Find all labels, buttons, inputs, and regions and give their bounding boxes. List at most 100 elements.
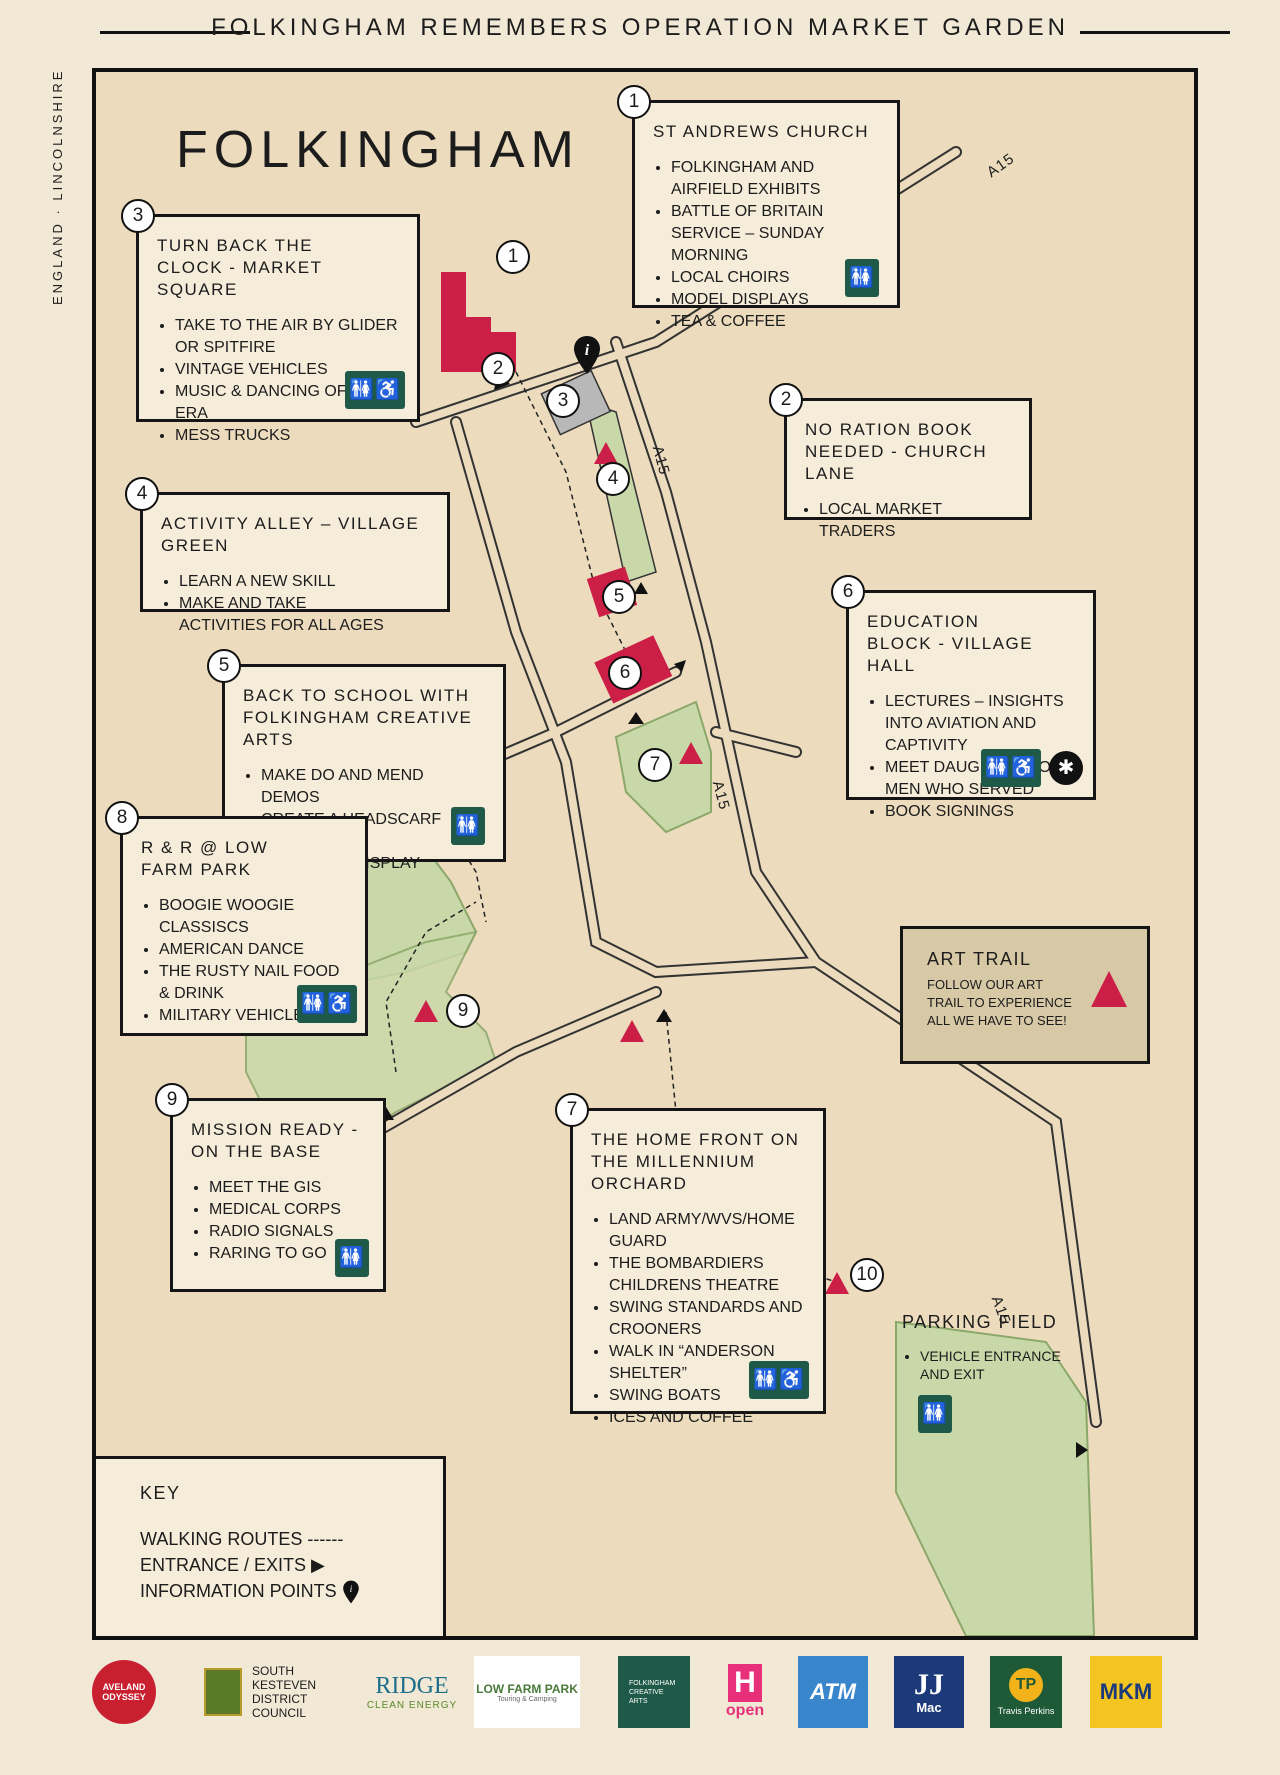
card-title: PARKING FIELD [902, 1312, 1058, 1332]
jj-sub-text: Mac [916, 1699, 942, 1715]
mkm-logo[interactable]: MKM [1090, 1656, 1162, 1728]
location-card-7: 7 THE HOME FRONT ON THE MILLENNIUM ORCHA… [555, 1093, 826, 1426]
toilets-accessible-icon: 🚻♿ [297, 985, 357, 1023]
ridge-subtitle: CLEAN ENERGY [366, 1700, 458, 1711]
card-title: R & R @ LOW FARM PARK [141, 838, 269, 879]
card-number-badge: 4 [125, 477, 159, 511]
card-number-badge: 6 [831, 575, 865, 609]
info-pin-icon: i [342, 1580, 359, 1604]
card-number-badge: 2 [769, 383, 803, 417]
open-logo[interactable]: H open [722, 1656, 768, 1728]
banner-rule-right [1080, 31, 1230, 34]
entrance-arrow [634, 582, 648, 594]
toilets-icon: 🚻 [335, 1239, 369, 1277]
toilets-icon: 🚻 [918, 1395, 952, 1433]
card-title: MISSION READY - ON THE BASE [191, 1120, 359, 1161]
key-title: KEY [140, 1483, 181, 1503]
map-marker-4[interactable]: 4 [596, 462, 630, 496]
map-marker-3[interactable]: 3 [546, 384, 580, 418]
card-item: MAKE AND TAKE ACTIVITIES FOR ALL AGES [179, 593, 389, 637]
map-marker-1[interactable]: 1 [496, 240, 530, 274]
card-item: LAND ARMY/WVS/HOME GUARD [609, 1209, 805, 1253]
art-trail-marker [620, 1020, 644, 1042]
entrance-arrow [656, 1009, 672, 1022]
aveland-odyssey-logo[interactable]: AVELAND ODYSSEY [84, 1656, 164, 1728]
card-number-badge: 1 [617, 85, 651, 119]
card-item: BOOK SIGNINGS [885, 801, 1075, 823]
card-item: FOLKINGHAM AND AIRFIELD EXHIBITS [671, 157, 879, 201]
art-trail-marker [414, 1000, 438, 1022]
card-title: EDUCATION BLOCK - VILLAGE HALL [867, 612, 1034, 675]
card-item: LECTURES – INSIGHTS INTO AVIATION AND CA… [885, 691, 1075, 757]
card-item: LOCAL MARKET TRADERS [819, 499, 1011, 543]
toilets-accessible-icon: 🚻♿ [345, 371, 405, 409]
location-card-4: 4 ACTIVITY ALLEY – VILLAGE GREEN LEARN A… [125, 477, 450, 634]
tp-icon: TP [1009, 1668, 1043, 1702]
card-number-badge: 7 [555, 1093, 589, 1127]
card-number-badge: 9 [155, 1083, 189, 1117]
side-region-text: ENGLAND · LINCOLNSHIRE [50, 68, 65, 305]
card-item: LOCAL CHOIRS [671, 267, 879, 289]
card-title: ACTIVITY ALLEY – VILLAGE GREEN [161, 514, 420, 555]
open-h-icon: H [728, 1664, 762, 1702]
card-item: TAKE TO THE AIR BY GLIDER OR SPITFIRE [175, 315, 399, 359]
mkm-text: MKM [1099, 1679, 1153, 1704]
map-marker-5[interactable]: 5 [602, 580, 636, 614]
art-trail-triangle-icon [1091, 971, 1127, 1007]
map-marker-6[interactable]: 6 [608, 656, 642, 690]
card-item: THE BOMBARDIERS CHILDRENS THEATRE [609, 1253, 805, 1297]
map-marker-2[interactable]: 2 [481, 352, 515, 386]
card-item: ICES AND COFFEE [609, 1407, 805, 1429]
toilets-icon: 🚻 [451, 807, 485, 845]
card-item: SWING BOATS [609, 1385, 805, 1407]
card-item: WALK IN “ANDERSON SHELTER” [609, 1341, 805, 1385]
ridge-logo[interactable]: RIDGE CLEAN ENERGY [362, 1656, 462, 1728]
skdc-crest-icon [204, 1668, 242, 1716]
map-title: FOLKINGHAM [176, 121, 580, 179]
map-marker-9[interactable]: 9 [446, 994, 480, 1028]
key-info-label: INFORMATION POINTS [140, 1581, 337, 1601]
map-graphic [245, 146, 1102, 1636]
map-frame: FOLKINGHAM A15 A15 A15 A15 1 2 3 4 5 6 7… [92, 68, 1198, 1640]
map-marker-10[interactable]: 10 [850, 1258, 884, 1292]
card-title: THE HOME FRONT ON THE MILLENNIUM ORCHARD [591, 1130, 800, 1193]
card-item: MILITARY VEHICLES [159, 1005, 347, 1027]
sponsor-logos: AVELAND ODYSSEY SOUTH KESTEVEN DISTRICT … [80, 1656, 1210, 1746]
art-trail-card: ART TRAIL FOLLOW OUR ART TRAIL TO EXPERI… [900, 926, 1150, 1064]
card-item: THE RUSTY NAIL FOOD & DRINK [159, 961, 347, 1005]
art-trail-marker [679, 742, 703, 764]
info-pin-icon[interactable]: i [572, 334, 602, 376]
ridge-title: RIDGE [375, 1673, 449, 1699]
skdc-logo[interactable]: SOUTH KESTEVEN DISTRICT COUNCIL [204, 1656, 344, 1728]
map-marker-7[interactable]: 7 [638, 748, 672, 782]
folkingham-creative-arts-logo[interactable]: FOLKINGHAM CREATIVE ARTS [618, 1656, 690, 1728]
card-title: BACK TO SCHOOL WITH FOLKINGHAM CREATIVE … [243, 686, 473, 749]
card-number-badge: 8 [105, 801, 139, 835]
location-card-1: 1 ST ANDREWS CHURCH FOLKINGHAM AND AIRFI… [617, 85, 900, 330]
toilets-accessible-icon: 🚻♿ [749, 1361, 809, 1399]
card-item: VEHICLE ENTRANCE AND EXIT [920, 1347, 1092, 1383]
entrance-arrow [628, 712, 644, 724]
entrance-arrow [674, 660, 686, 672]
low-farm-park-logo[interactable]: LOW FARM PARK Touring & Camping [474, 1656, 580, 1728]
card-title: TURN BACK THE CLOCK - MARKET SQUARE [157, 236, 323, 299]
map-key: KEY WALKING ROUTES ------ ENTRANCE / EXI… [96, 1456, 446, 1636]
atm-logo[interactable]: ATM [798, 1656, 868, 1728]
key-walking-routes: WALKING ROUTES ------ [140, 1529, 344, 1549]
location-card-3: 3 TURN BACK THE CLOCK - MARKET SQUARE TA… [121, 199, 420, 444]
toilets-icon: 🚻 [845, 259, 879, 297]
jj-text: JJ [914, 1667, 944, 1701]
card-number-badge: 3 [121, 199, 155, 233]
open-text: open [725, 1702, 765, 1719]
fca-text: FOLKINGHAM CREATIVE ARTS [629, 1679, 676, 1705]
location-card-6: 6 EDUCATION BLOCK - VILLAGE HALL LECTURE… [831, 575, 1096, 820]
church-building [441, 272, 516, 372]
card-item: MEET THE GIS [209, 1177, 365, 1199]
card-item: TEA & COFFEE [671, 311, 879, 333]
card-item: MEDICAL CORPS [209, 1199, 365, 1221]
svg-text:i: i [349, 1584, 352, 1595]
jj-mac-logo[interactable]: JJ Mac [894, 1656, 964, 1728]
atm-text: ATM [809, 1679, 857, 1704]
first-aid-icon: ✱ [1049, 751, 1083, 785]
travis-perkins-logo[interactable]: TP Travis Perkins [990, 1656, 1062, 1728]
